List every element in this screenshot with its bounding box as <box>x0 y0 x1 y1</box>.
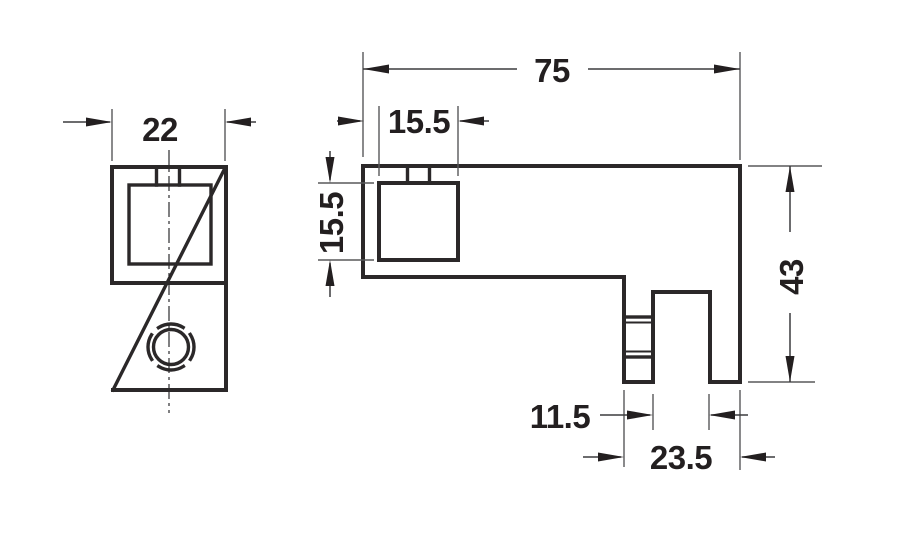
boss-height-arrow-top <box>325 157 335 183</box>
boss-width-dimension-label: 15.5 <box>388 103 450 140</box>
threaded-hole-inner-circle <box>151 327 191 367</box>
front-width-arrow-right <box>225 117 251 127</box>
overall-height-dimension-label: 43 <box>773 259 810 295</box>
overall-width-dimension: 75 <box>362 52 741 160</box>
front-width-dimension: 22 <box>63 109 256 161</box>
leg-width-arrow-left <box>598 452 624 462</box>
boss-height-dimension-label: 15.5 <box>313 192 350 254</box>
slot-width-extension-lines <box>623 390 741 470</box>
side-view-outline <box>361 164 742 384</box>
side-view-boss-square <box>377 181 460 262</box>
side-view-top-notch <box>405 164 432 185</box>
boss-height-dimension: 15.5 <box>313 151 374 297</box>
slot-width-dimension: 11.5 <box>530 390 748 470</box>
overall-height-extension-lines <box>748 165 822 383</box>
slot-width-arrow-right <box>709 410 735 420</box>
boss-height-arrow-bottom <box>325 260 335 286</box>
overall-height-arrow-bottom <box>785 356 795 382</box>
boss-width-extension-lines <box>378 106 459 176</box>
slot-width-dimension-label: 11.5 <box>530 398 591 435</box>
leg-width-arrow-right <box>740 452 766 462</box>
threaded-hole-thread-circle <box>146 322 196 372</box>
front-view: 22 <box>63 109 256 413</box>
front-width-extension-lines <box>111 109 226 161</box>
boss-width-dimension: 15.5 <box>337 103 489 176</box>
front-view-diagonal-line <box>110 165 228 393</box>
boss-height-extension-lines <box>318 182 374 261</box>
overall-width-arrow-left <box>363 64 389 74</box>
side-view: 75 15.5 15.5 43 <box>313 52 822 476</box>
overall-height-dimension: 43 <box>748 165 822 383</box>
front-view-top-notch <box>154 165 182 187</box>
front-width-arrow-left <box>86 117 112 127</box>
boss-width-arrow-left <box>338 116 364 126</box>
overall-width-dimension-label: 75 <box>534 52 570 89</box>
overall-width-arrow-right <box>714 64 740 74</box>
front-width-dimension-label: 22 <box>142 111 178 148</box>
clamp-screw-block-lines <box>624 321 653 353</box>
leg-width-dimension: 23.5 <box>583 439 775 476</box>
boss-width-arrow-right <box>458 116 484 126</box>
leg-width-dimension-label: 23.5 <box>650 439 712 476</box>
overall-height-arrow-top <box>785 166 795 192</box>
slot-width-arrow-left <box>627 410 653 420</box>
clamp-screw-block <box>622 315 655 359</box>
front-view-boss-square <box>127 183 213 266</box>
